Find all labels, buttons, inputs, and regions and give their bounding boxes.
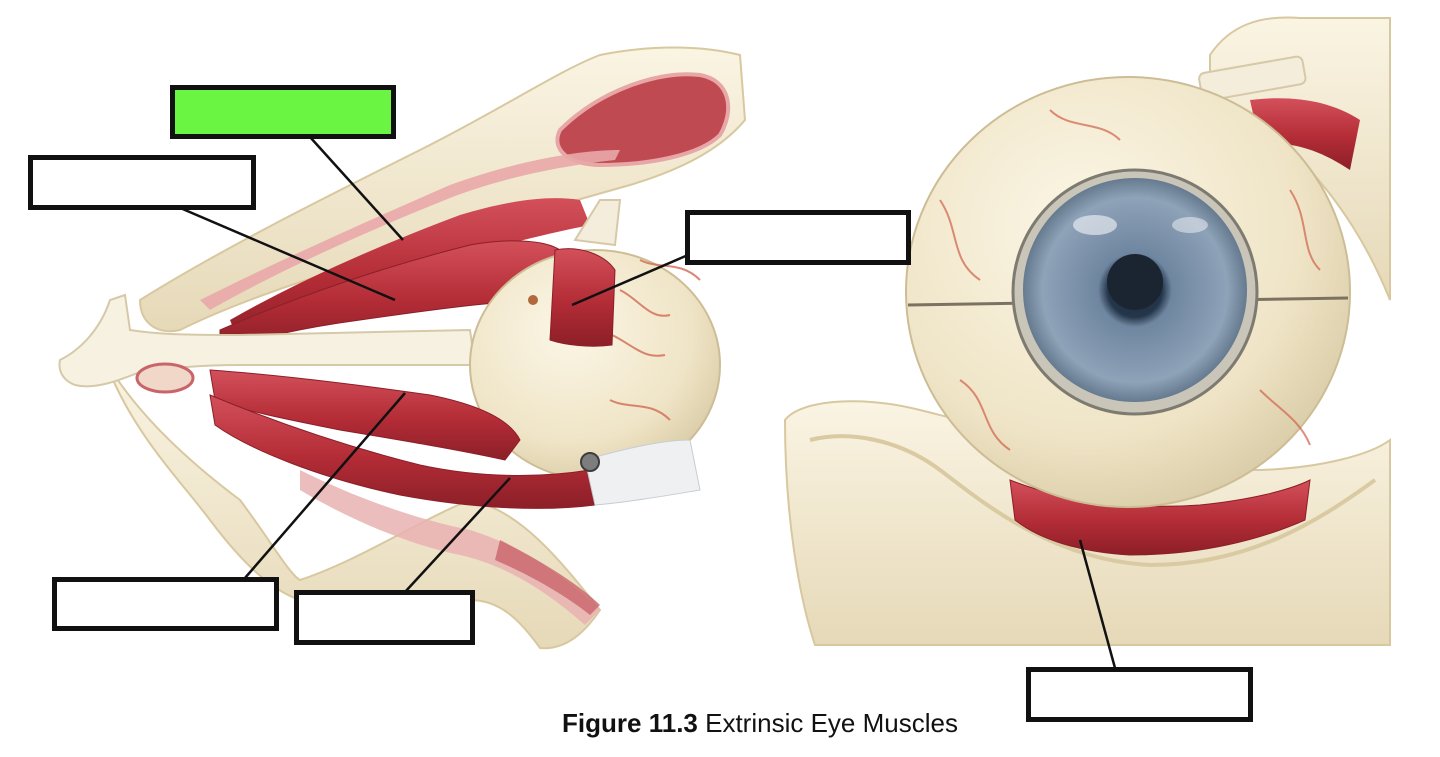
superior-oblique-muscle — [549, 248, 616, 347]
leader-line-4 — [244, 392, 406, 579]
tendon-sheath — [584, 439, 701, 506]
anterior-view-model — [783, 15, 1391, 646]
inferior-rectus-muscle — [209, 369, 521, 461]
leader-line-1 — [309, 136, 404, 241]
label-box-5[interactable] — [294, 590, 475, 645]
label-box-2[interactable] — [28, 155, 256, 210]
label-box-3[interactable] — [685, 210, 911, 265]
eye-vessels-anterior — [939, 109, 1321, 451]
leader-line-5 — [404, 477, 511, 593]
orbit-floor-bone — [104, 359, 602, 650]
leader-line-2 — [177, 205, 396, 302]
frontal-sinus — [555, 72, 731, 168]
leader-lines — [177, 136, 1117, 669]
upper-muscle-right — [1250, 98, 1360, 170]
muscle-pin — [580, 452, 600, 472]
optic-canal — [135, 362, 195, 394]
pupil — [1107, 254, 1163, 310]
insertion-point — [528, 295, 538, 305]
label-box-6[interactable] — [1026, 667, 1253, 722]
iris-highlight — [1073, 215, 1117, 235]
leader-line-6 — [1078, 539, 1117, 669]
superior-oblique-trochlea — [573, 199, 622, 247]
figure-number: Figure 11.3 — [562, 708, 698, 738]
iris-highlight-2 — [1172, 217, 1208, 233]
bone-marrow-spot — [495, 540, 600, 615]
bone-marrow-lower — [300, 470, 600, 625]
figure-caption-text: Extrinsic Eye Muscles — [705, 708, 958, 738]
figure-caption: Figure 11.3 Extrinsic Eye Muscles — [480, 708, 1040, 739]
leader-line-3 — [571, 253, 689, 307]
eye-vessels-lateral — [599, 259, 701, 421]
lateral-view-model — [58, 46, 747, 650]
label-box-4[interactable] — [52, 577, 279, 631]
label-box-1[interactable] — [170, 85, 396, 139]
orbit-rim-inner — [809, 434, 1377, 568]
trochlea-right — [1198, 55, 1307, 102]
